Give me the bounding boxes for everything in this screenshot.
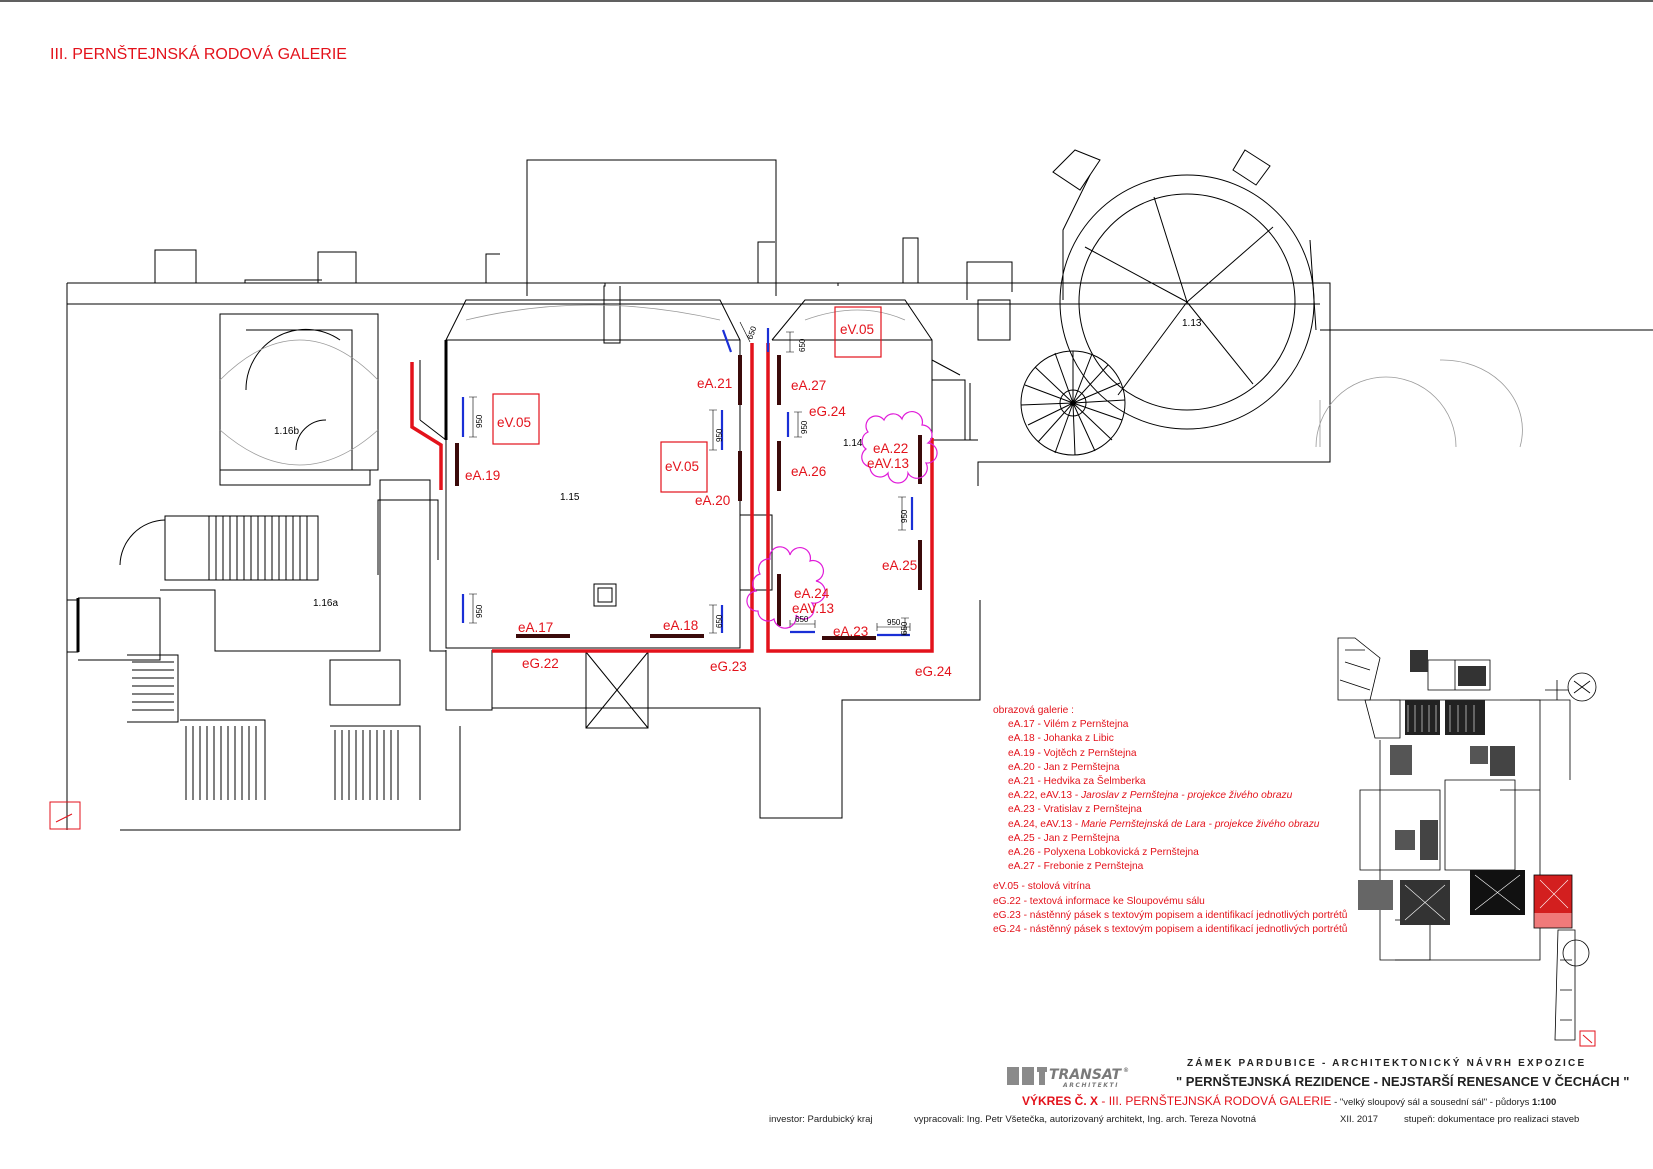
label-eA27: eA.27 (791, 378, 826, 393)
section-marks (49, 801, 1596, 1047)
dim-text: 950 (900, 509, 909, 523)
logo-name: TRANSAT (1049, 1067, 1122, 1083)
wall-strip-group (410, 343, 934, 653)
revision-clouds (746, 410, 938, 629)
dim-text: 650 (798, 338, 807, 352)
label-eV05-center: eV.05 (665, 459, 699, 474)
label-eA20: eA.20 (695, 493, 730, 508)
title-block-prepared: vypracovali: Ing. Petr Všetečka, autoriz… (914, 1114, 1256, 1125)
label-eA17: eA.17 (518, 620, 553, 635)
label-eA21: eA.21 (697, 376, 732, 391)
building-outline (66, 149, 1653, 831)
wall-strip-eg23 (492, 343, 754, 653)
title-block-date: XII. 2017 (1340, 1114, 1379, 1125)
legend-item: eA.19 - Vojtěch z Pernštejna (1008, 747, 1137, 759)
label-eA18: eA.18 (663, 618, 698, 633)
legend-eG22: eG.22 - textová informace ke Sloupovému … (993, 895, 1205, 907)
dim-text: 950 (475, 604, 484, 618)
legend: obrazová galerie : eA.17 - Vilém z Pernš… (993, 704, 1347, 937)
room-label-1-16a: 1.16a (313, 598, 338, 609)
legend-eG23: eG.23 - nástěnný pásek s textovým popise… (993, 909, 1348, 921)
legend-item-code: eA.22, eAV.13 - (1008, 790, 1082, 802)
room-label-1-13: 1.13 (1182, 318, 1202, 329)
legend-item: eA.26 - Polyxena Lobkovická z Pernštejna (1008, 847, 1199, 859)
legend-item: eA.23 - Vratislav z Pernštejna (1008, 804, 1142, 816)
dim-text: 950 (800, 420, 809, 434)
dim-text: 650 (900, 621, 909, 635)
vitrine-eV05-hall115 (492, 393, 540, 445)
wall-strip-west (410, 362, 443, 490)
title-block-project: " PERNŠTEJNSKÁ REZIDENCE - NEJSTARŠÍ REN… (1176, 1074, 1630, 1089)
drawing-number: VÝKRES Č. X (1022, 1094, 1099, 1108)
vitrine-boxes (492, 306, 882, 493)
room-label-1-16b: 1.16b (274, 426, 299, 437)
title-block-firm: ZÁMEK PARDUBICE - ARCHITEKTONICKÝ NÁVRH … (1187, 1058, 1587, 1069)
label-eA26: eA.26 (791, 464, 826, 479)
drawing-subtitle: - "velký sloupový sál a sousední sál" - … (1331, 1097, 1532, 1108)
legend-item: eA.25 - Jan z Pernštejna (1008, 832, 1120, 844)
title-block-stage: stupeň: dokumentace pro realizaci staveb (1404, 1114, 1580, 1125)
title-block-investor: investor: Pardubický kraj (769, 1114, 873, 1125)
title-block-drawing: VÝKRES Č. X - III. PERNŠTEJNSKÁ RODOVÁ G… (1022, 1094, 1556, 1108)
label-eG22: eG.22 (522, 656, 559, 671)
label-eV05-hall115: eV.05 (497, 415, 531, 430)
room-label-1-15: 1.15 (560, 492, 580, 503)
label-eA24: eA.24 (794, 586, 830, 601)
legend-item: eA.27 - Frebonie z Pernštejna (1008, 861, 1144, 873)
vitrine-eV05-hall114 (834, 306, 882, 358)
drawing-scale: 1:100 (1531, 1097, 1557, 1108)
wall-strip-eg24 (766, 343, 934, 653)
dimension-markers (461, 328, 914, 637)
drawing-separator: - (1098, 1094, 1109, 1108)
dim-text: 650 (745, 325, 758, 341)
label-eAV13-bottom: eAV.13 (792, 601, 834, 616)
vitrine-eV05-center (660, 441, 708, 493)
legend-item: eA.24, eAV.13 - Marie Pernštejnská de La… (993, 818, 1347, 832)
key-plan (1337, 637, 1597, 1041)
label-eG23: eG.23 (710, 659, 747, 674)
label-eG24-top: eG.24 (809, 404, 846, 419)
page-title: III. PERNŠTEJNSKÁ RODOVÁ GALERIE (50, 46, 347, 63)
drawing-title: III. PERNŠTEJNSKÁ RODOVÁ GALERIE (1108, 1094, 1332, 1108)
label-eG24-bottom: eG.24 (915, 664, 952, 679)
logo-mark: ® (1123, 1067, 1129, 1074)
label-eA22: eA.22 (873, 441, 908, 456)
legend-heading: obrazová galerie : (993, 705, 1074, 716)
legend-item: eA.20 - Jan z Pernštejna (1008, 761, 1120, 773)
dim-text: 650 (715, 614, 724, 628)
dim-text: 650 (795, 615, 809, 624)
transat-logo: TRANSAT ® ARCHITEKTI (1007, 1067, 1129, 1089)
legend-item: eA.21 - Hedvika za Šelmberka (1008, 776, 1146, 788)
label-eAV13-top: eAV.13 (867, 456, 909, 471)
legend-item-desc: Marie Pernštejnská de Lara - projekce ži… (1081, 818, 1320, 830)
legend-item-code: eA.24, eAV.13 - (1008, 818, 1082, 830)
portrait-panels (455, 355, 922, 640)
key-plan-fills (1358, 650, 1573, 929)
legend-eG24: eG.24 - nástěnný pásek s textovým popise… (993, 924, 1348, 936)
dim-text: 950 (715, 428, 724, 442)
room-label-1-14: 1.14 (843, 438, 863, 449)
legend-vitrine: eV.05 - stolová vitrína (993, 881, 1091, 893)
logo-sub: ARCHITEKTI (1062, 1082, 1119, 1089)
legend-item: eA.22, eAV.13 - Jaroslav z Pernštejna - … (993, 789, 1347, 803)
label-eA19: eA.19 (465, 468, 500, 483)
dim-text: 950 (887, 618, 901, 627)
label-eA23: eA.23 (833, 624, 868, 639)
label-eV05-hall114: eV.05 (840, 322, 874, 337)
legend-item: eA.18 - Johanka z Libic (1008, 733, 1114, 745)
dim-text: 950 (475, 414, 484, 428)
legend-item: eA.17 - Vilém z Pernštejna (1008, 719, 1129, 731)
key-plan-hatch (1404, 705, 1569, 921)
label-eA25: eA.25 (882, 558, 917, 573)
legend-item-desc: Jaroslav z Pernštejna - projekce živého … (1081, 790, 1293, 802)
